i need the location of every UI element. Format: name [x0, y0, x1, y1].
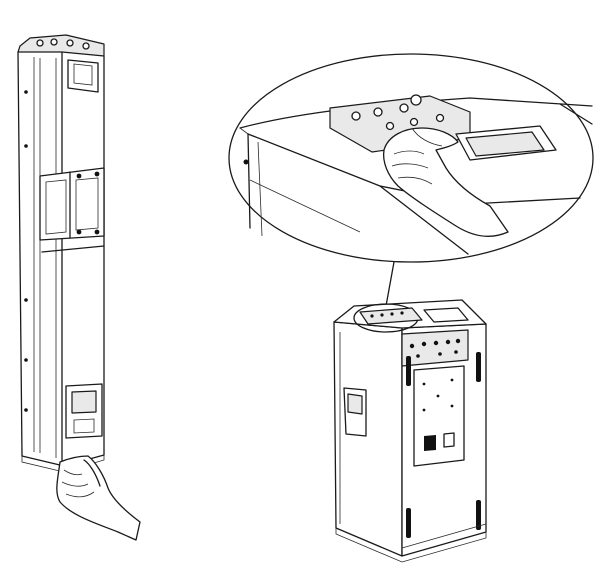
- rear-handle-slot-icon: [406, 352, 481, 538]
- top-knob-icon: [370, 311, 404, 318]
- amp-knob-icon: [409, 338, 461, 358]
- carrying-hand-icon: [56, 455, 141, 541]
- control-knob-icon: [351, 94, 445, 142]
- subwoofer-cabinet-icon: [333, 299, 487, 563]
- rear-panel-screw-icon: [422, 378, 454, 412]
- column-speaker-icon: [17, 34, 105, 473]
- hand-on-handle-icon: [382, 127, 509, 237]
- side-screw-icon: [24, 90, 28, 412]
- top-connector-icon: [36, 38, 90, 50]
- bracket-bolt-icon: [76, 171, 100, 235]
- leader-line-icon: [385, 261, 395, 307]
